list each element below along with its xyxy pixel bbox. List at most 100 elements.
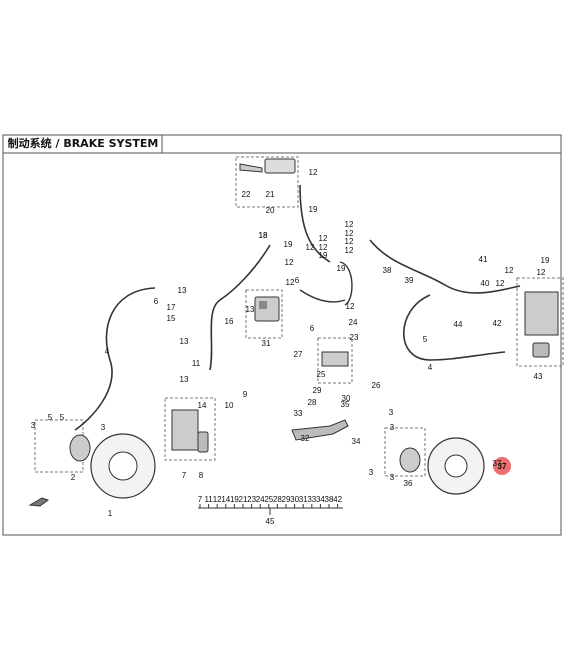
callout-12: 12 xyxy=(345,220,354,229)
brake-hose-4-right xyxy=(402,294,506,361)
highlight-badge xyxy=(493,457,511,475)
pedal-box xyxy=(317,337,353,384)
kit-part-label: 45 xyxy=(266,517,275,526)
callout-12: 12 xyxy=(319,234,328,243)
callout-3: 3 xyxy=(369,468,374,477)
callout-12: 12 xyxy=(285,258,294,267)
kit-number-34: 34 xyxy=(316,495,325,504)
kit-number-31: 31 xyxy=(299,495,308,504)
kit-number-21: 21 xyxy=(239,495,248,504)
callout-19: 19 xyxy=(541,256,550,265)
callout-16: 16 xyxy=(225,317,234,326)
kit-number-12: 12 xyxy=(213,495,222,504)
kit-number-29: 29 xyxy=(282,495,291,504)
callout-12: 12 xyxy=(345,246,354,255)
abs-unit-box xyxy=(245,289,283,339)
kit-number-33: 33 xyxy=(307,495,316,504)
rear-adapter xyxy=(399,447,421,473)
callout-12: 12 xyxy=(537,268,546,277)
brake-line-24 xyxy=(299,289,346,303)
callout-5: 5 xyxy=(60,413,65,422)
callout-21: 21 xyxy=(266,190,275,199)
kit-number-23: 23 xyxy=(247,495,256,504)
callout-3: 3 xyxy=(390,473,395,482)
callout-12: 12 xyxy=(346,302,355,311)
callout-2: 2 xyxy=(71,473,76,482)
callout-5: 5 xyxy=(423,335,428,344)
callout-7: 7 xyxy=(182,471,187,480)
master-cylinder-box xyxy=(235,156,299,208)
callout-19: 19 xyxy=(309,205,318,214)
callout-1: 1 xyxy=(108,509,113,518)
callout-12: 12 xyxy=(496,279,505,288)
highlight-label: 37 xyxy=(498,462,507,471)
brake-line-38 xyxy=(369,239,521,294)
callout-18: 18 xyxy=(259,231,268,240)
callout-13: 13 xyxy=(180,337,189,346)
callout-41: 41 xyxy=(479,255,488,264)
callout-24: 24 xyxy=(349,318,358,327)
callout-36: 36 xyxy=(404,479,413,488)
callout-3: 3 xyxy=(390,423,395,432)
callout-3: 3 xyxy=(389,408,394,417)
kit-number-38: 38 xyxy=(325,495,334,504)
callout-26: 26 xyxy=(372,381,381,390)
callout-12: 12 xyxy=(319,243,328,252)
callout-12: 12 xyxy=(505,266,514,275)
callout-12: 12 xyxy=(306,243,315,252)
callout-18: 18 xyxy=(259,231,268,240)
callout-6: 6 xyxy=(295,276,300,285)
front-caliper xyxy=(171,409,199,451)
brake-line-12 xyxy=(339,261,353,306)
callout-9: 9 xyxy=(243,390,248,399)
callout-29: 29 xyxy=(313,386,322,395)
callout-3: 3 xyxy=(101,423,106,432)
diagram-title: 制动系统 / BRAKE SYSTEM xyxy=(7,137,159,150)
callout-12: 12 xyxy=(309,168,318,177)
callout-13: 13 xyxy=(178,286,187,295)
callout-19: 19 xyxy=(337,264,346,273)
callout-19: 19 xyxy=(319,251,328,260)
callout-38: 38 xyxy=(383,266,392,275)
callout-13: 13 xyxy=(180,375,189,384)
callout-10: 10 xyxy=(225,401,234,410)
brake-pedal xyxy=(291,419,349,441)
callout-40: 40 xyxy=(481,279,490,288)
callout-43: 43 xyxy=(534,372,543,381)
callout-35: 35 xyxy=(341,400,350,409)
callout-8: 8 xyxy=(199,471,204,480)
brake-hose-4-left xyxy=(74,287,156,431)
kit-number-14: 14 xyxy=(221,495,230,504)
rear-disc-hub xyxy=(444,454,468,478)
kit-number-7: 7 xyxy=(198,495,203,504)
kit-number-42: 42 xyxy=(333,495,342,504)
brake-line-front xyxy=(209,244,271,371)
callout-12: 12 xyxy=(345,237,354,246)
callout-27: 27 xyxy=(294,350,303,359)
callout-30: 30 xyxy=(342,394,351,403)
kit-number-24: 24 xyxy=(256,495,265,504)
callout-32: 32 xyxy=(301,434,310,443)
rear-caliper-box xyxy=(516,277,564,367)
kit-number-28: 28 xyxy=(273,495,282,504)
callout-12: 12 xyxy=(345,229,354,238)
rear-pads xyxy=(532,342,550,358)
callout-12: 12 xyxy=(286,278,295,287)
callout-25: 25 xyxy=(317,370,326,379)
abs-port xyxy=(259,301,267,309)
callout-39: 39 xyxy=(405,276,414,285)
rear-master-cylinder xyxy=(321,351,349,367)
direction-arrow-icon xyxy=(28,497,50,507)
callout-19: 19 xyxy=(284,240,293,249)
callout-4: 4 xyxy=(105,347,110,356)
callout-13: 13 xyxy=(246,305,255,314)
callout-17: 17 xyxy=(167,303,176,312)
callout-5: 5 xyxy=(48,413,53,422)
callout-34: 34 xyxy=(352,437,361,446)
line-20 xyxy=(299,184,331,263)
rear-caliper xyxy=(524,291,559,336)
